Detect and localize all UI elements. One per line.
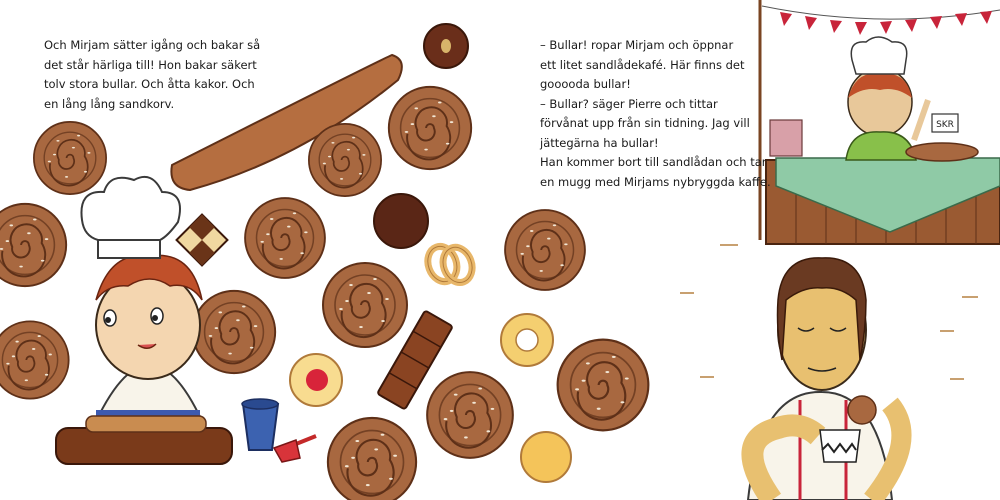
text-line: ett litet sandlådekafé. Här finns det <box>540 57 745 72</box>
cafe-sign <box>931 113 959 133</box>
text-line: – Bullar? säger Pierre och tittar <box>540 96 718 111</box>
pierre <box>741 257 912 500</box>
cinnamon-bun <box>308 123 382 197</box>
text-line: förvånat upp från sin tidning. Jag vill <box>540 116 750 130</box>
mirjam-baker <box>55 176 233 465</box>
cinnamon-bun <box>0 202 68 288</box>
cinnamon-bun <box>244 197 326 279</box>
cinnamon-bun <box>33 121 107 195</box>
cinnamon-bun <box>326 416 418 500</box>
text-line: en lång lång sandkorv. <box>44 96 175 111</box>
sand-specks <box>680 244 978 380</box>
cinnamon-bun <box>0 320 70 400</box>
text-line: det står härliga till! Hon bakar säkert <box>44 57 257 72</box>
sandbox-cafe: SKR <box>758 0 1000 245</box>
cookies <box>175 23 572 483</box>
text-line: gooooda bullar! <box>540 77 631 91</box>
left-page-text: Och Mirjam sätter igång och bakar så det… <box>44 36 260 114</box>
cinnamon-bun <box>387 85 473 171</box>
text-line: en mugg med Mirjams nybryggda kaffe. <box>540 174 771 189</box>
cinnamon-bun <box>191 289 277 375</box>
text-line: Han kommer bort till sandlådan och tar <box>540 155 767 169</box>
text-line: Och Mirjam sätter igång och bakar så <box>44 38 261 52</box>
cinnamon-bun <box>504 209 586 291</box>
sand-sausage <box>170 53 403 192</box>
text-line: jättegärna ha bullar! <box>540 135 659 150</box>
text-line: – Bullar! ropar Mirjam och öppnar <box>540 38 734 52</box>
right-page-text: – Bullar! ropar Mirjam och öppnar ett li… <box>540 36 771 192</box>
sand-bucket <box>241 398 280 451</box>
cinnamon-bun <box>322 262 408 348</box>
cinnamon-bun <box>556 338 650 432</box>
cafe-sign-text: SKR <box>936 120 954 130</box>
sand-shovel <box>272 434 317 463</box>
cinnamon-bun <box>426 371 514 459</box>
text-line: tolv stora bullar. Och åtta kakor. Och <box>44 77 255 91</box>
